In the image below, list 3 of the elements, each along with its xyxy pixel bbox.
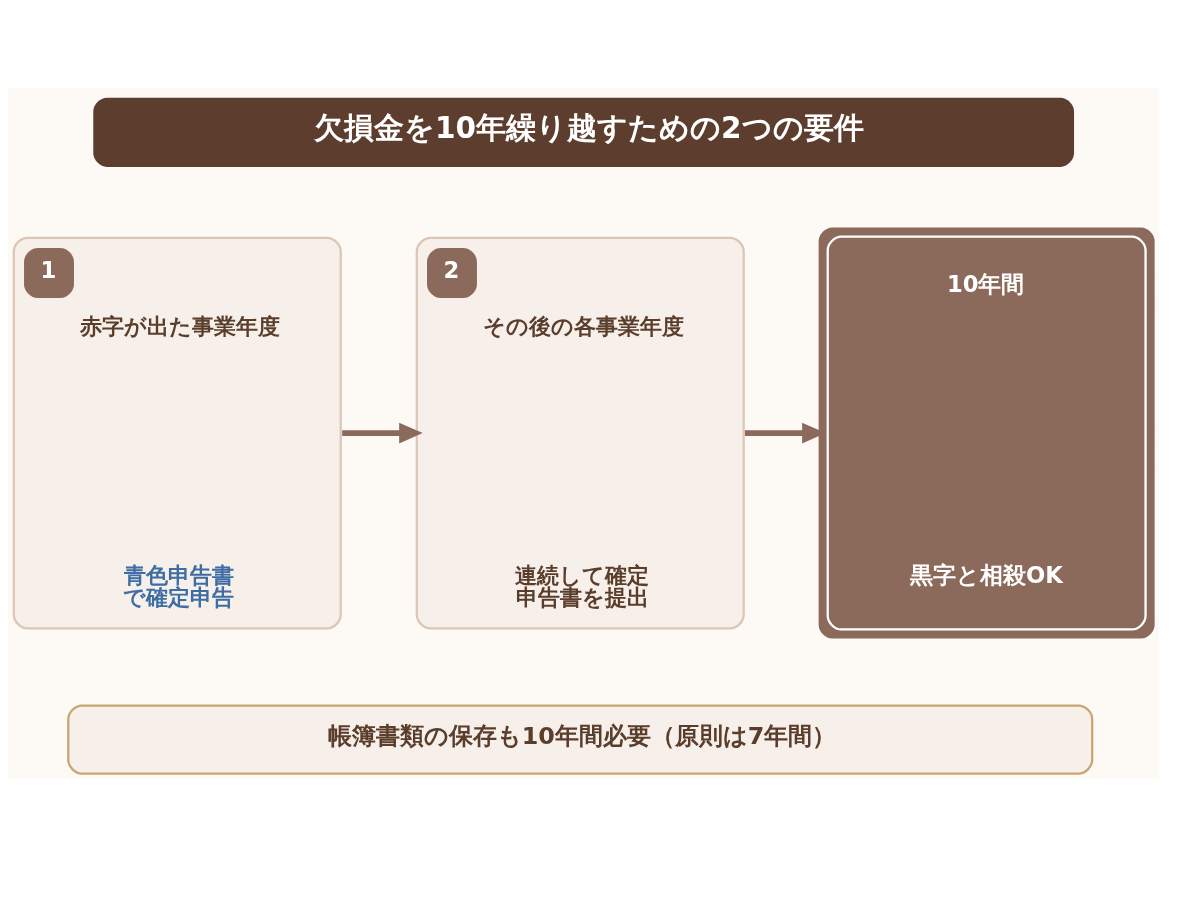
diagram-title: 欠損金を10年繰り越すための2つの要件 <box>314 111 864 146</box>
arrow <box>342 422 423 444</box>
node-box: 10年間 黒字と相殺OK <box>818 227 1155 639</box>
